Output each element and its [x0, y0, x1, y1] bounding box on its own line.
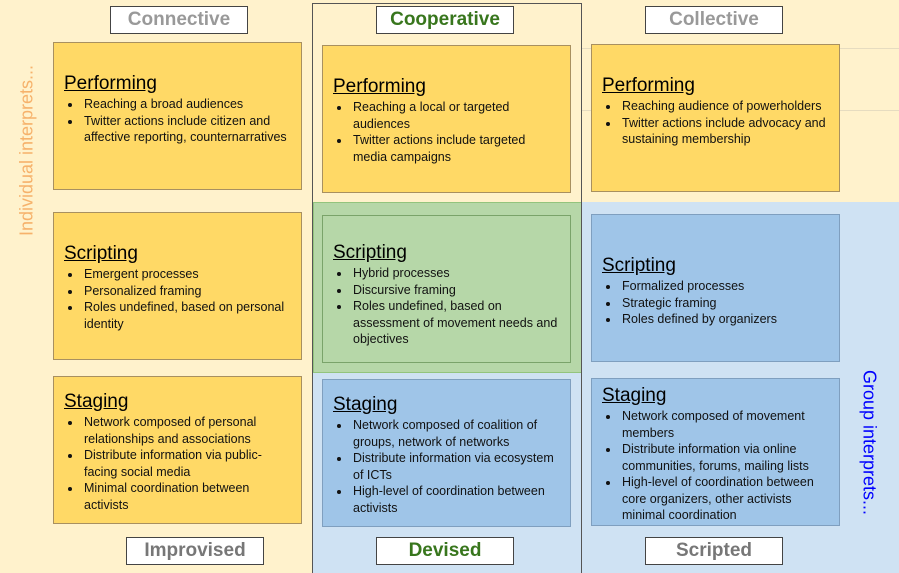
cell-title: Scripting: [602, 255, 676, 276]
column-label-connective: Connective: [110, 6, 248, 34]
list-item: Reaching a broad audiences: [82, 96, 293, 113]
list-item: Roles defined by organizers: [620, 311, 831, 328]
cell-title: Performing: [64, 73, 157, 94]
cell-scripting-connective: ScriptingEmergent processesPersonalized …: [53, 212, 302, 360]
list-item: Distribute information via public-facing…: [82, 447, 293, 480]
list-item: Minimal coordination between activists: [82, 480, 293, 513]
list-item: High-level of coordination between core …: [620, 474, 831, 524]
cell-list: Network composed of movement membersDist…: [602, 408, 831, 524]
cell-title: Staging: [602, 385, 667, 406]
cell-list: Network composed of coalition of groups,…: [333, 417, 562, 516]
cell-title: Performing: [333, 76, 426, 97]
individual-interprets-label: Individual interprets...: [16, 64, 37, 237]
cell-list: Reaching a broad audiencesTwitter action…: [64, 96, 293, 146]
column-label-devised: Devised: [376, 537, 514, 565]
column-label-cooperative: Cooperative: [376, 6, 514, 34]
list-item: Discursive framing: [351, 282, 562, 299]
cell-performing-connective: PerformingReaching a broad audiencesTwit…: [53, 42, 302, 190]
column-label-scripted: Scripted: [645, 537, 783, 565]
list-item: Roles undefined, based on assessment of …: [351, 298, 562, 348]
cell-list: Reaching audience of powerholdersTwitter…: [602, 98, 831, 148]
column-label-collective: Collective: [645, 6, 783, 34]
cell-staging-collective: StagingNetwork composed of movement memb…: [591, 378, 840, 526]
list-item: Reaching audience of powerholders: [620, 98, 831, 115]
list-item: Network composed of personal relationshi…: [82, 414, 293, 447]
list-item: Twitter actions include targeted media c…: [351, 132, 562, 165]
cell-title: Staging: [333, 394, 398, 415]
list-item: Twitter actions include advocacy and sus…: [620, 115, 831, 148]
cell-scripting-cooperative: ScriptingHybrid processesDiscursive fram…: [322, 215, 571, 363]
list-item: Roles undefined, based on personal ident…: [82, 299, 293, 332]
list-item: Network composed of movement members: [620, 408, 831, 441]
list-item: Twitter actions include citizen and affe…: [82, 113, 293, 146]
cell-list: Network composed of personal relationshi…: [64, 414, 293, 513]
cell-scripting-collective: ScriptingFormalized processesStrategic f…: [591, 214, 840, 362]
cooperative-column-frame: [312, 3, 582, 573]
cell-performing-cooperative: PerformingReaching a local or targeted a…: [322, 45, 571, 193]
list-item: Reaching a local or targeted audiences: [351, 99, 562, 132]
list-item: Distribute information via ecosystem of …: [351, 450, 562, 483]
cell-list: Reaching a local or targeted audiencesTw…: [333, 99, 562, 165]
cell-title: Scripting: [64, 243, 138, 264]
cell-title: Scripting: [333, 242, 407, 263]
list-item: Network composed of coalition of groups,…: [351, 417, 562, 450]
list-item: Distribute information via online commun…: [620, 441, 831, 474]
cell-list: Formalized processesStrategic framingRol…: [602, 278, 831, 328]
group-interprets-label: Group interprets...: [859, 369, 880, 516]
list-item: Strategic framing: [620, 295, 831, 312]
cell-performing-collective: PerformingReaching audience of powerhold…: [591, 44, 840, 192]
column-label-improvised: Improvised: [126, 537, 264, 565]
cell-title: Staging: [64, 391, 129, 412]
list-item: Hybrid processes: [351, 265, 562, 282]
cell-staging-connective: StagingNetwork composed of personal rela…: [53, 376, 302, 524]
cell-list: Emergent processesPersonalized framingRo…: [64, 266, 293, 332]
list-item: Personalized framing: [82, 283, 293, 300]
list-item: High-level of coordination between activ…: [351, 483, 562, 516]
cell-title: Performing: [602, 75, 695, 96]
list-item: Formalized processes: [620, 278, 831, 295]
list-item: Emergent processes: [82, 266, 293, 283]
cell-staging-cooperative: StagingNetwork composed of coalition of …: [322, 379, 571, 527]
cell-list: Hybrid processesDiscursive framingRoles …: [333, 265, 562, 348]
